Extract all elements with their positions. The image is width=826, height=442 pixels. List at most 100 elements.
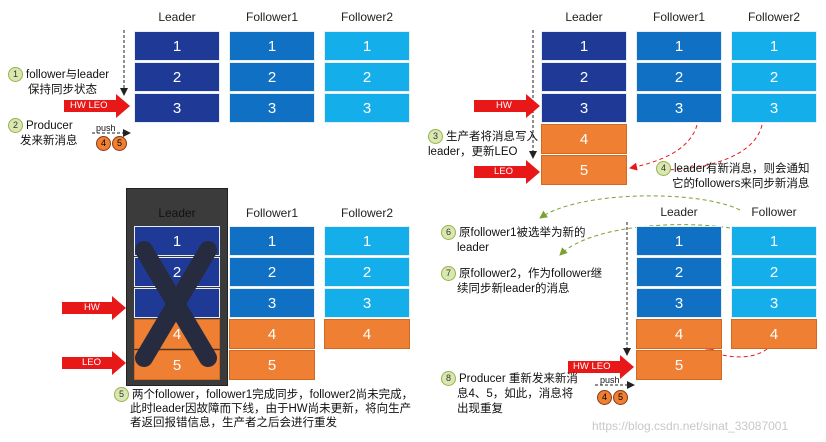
q3-hw-label: HW: [84, 302, 100, 313]
q3-failure-cross-icon: [135, 241, 217, 367]
q4-follower-msg-3: 3: [731, 288, 817, 318]
q3-follower2-msg-2: 2: [324, 257, 410, 287]
q1-leader-msg-3: 3: [134, 93, 220, 123]
q2-follower2-msg-1: 1: [731, 31, 817, 61]
q2-header-follower2: Follower2: [747, 10, 801, 24]
step-2-line2: 发来新消息: [20, 135, 78, 147]
q2-notify-curve-2: [659, 124, 763, 174]
q4-leader-msg-3: 3: [636, 288, 722, 318]
q2-hw-label: HW: [496, 100, 512, 111]
step-2-badge: 2: [8, 118, 23, 133]
step-1-line1: follower与leader: [26, 69, 110, 81]
q2-leo-arrow: [474, 160, 540, 184]
q1-new-msg-5: 5: [112, 136, 127, 151]
step-6-line1: 原follower1被选举为新的: [459, 227, 586, 239]
q1-follower1-msg-2: 2: [229, 62, 315, 92]
step-5-badge: 5: [114, 387, 129, 402]
step-7-line1: 原follower2，作为follower继: [459, 268, 603, 280]
q3-follower1-msg-2: 2: [229, 257, 315, 287]
q4-follower-msg-1: 1: [731, 226, 817, 256]
step-6-badge: 6: [441, 225, 456, 240]
step-3-line1: 生产者将消息写入: [446, 131, 538, 143]
step-5-line3: 者返回报错信息，生产者之后会进行重发: [130, 417, 337, 429]
step-4-badge: 4: [656, 161, 671, 176]
q2-leader-msg-2: 2: [541, 62, 627, 92]
q4-leader-msg-5: 5: [636, 350, 722, 380]
q2-notify-curve-1: [629, 124, 698, 171]
q3-header-leader: Leader: [158, 206, 196, 220]
q3-follower1-msg-4: 4: [229, 319, 315, 349]
q2-leader-msg-3: 3: [541, 93, 627, 123]
watermark: https://blog.csdn.net/sinat_33087001: [592, 419, 789, 433]
step-8-line2: 息4、5，如此，消息将: [457, 388, 574, 400]
q4-leader-msg-1: 1: [636, 226, 722, 256]
q1-follower2-msg-3: 3: [324, 93, 410, 123]
q4-push-label: push: [600, 375, 620, 385]
q2-leader-msg-5: 5: [541, 155, 627, 185]
q4-new-msg-4: 4: [597, 390, 612, 405]
step-5-line2: 此时leader因故障而下线，由于HW尚未更新，将向生产: [130, 403, 412, 415]
q4-leader-msg-2: 2: [636, 257, 722, 287]
q3-leo-label: LEO: [82, 357, 102, 368]
step-7-badge: 7: [441, 266, 456, 281]
q4-new-msg-5: 5: [613, 390, 628, 405]
q4-header-follower: Follower: [751, 205, 797, 219]
step-1-line2: 保持同步状态: [28, 84, 97, 96]
q2-follower1-msg-1: 1: [636, 31, 722, 61]
q3-follower1-msg-3: 3: [229, 288, 315, 318]
q2-hw-arrow: [474, 94, 540, 118]
q1-follower1-msg-1: 1: [229, 31, 315, 61]
q1-header-leader: Leader: [158, 10, 196, 24]
step-8-badge: 8: [441, 371, 456, 386]
q2-follower2-msg-2: 2: [731, 62, 817, 92]
q1-follower2-msg-2: 2: [324, 62, 410, 92]
q2-header-leader: Leader: [565, 10, 603, 24]
q2-follower1-msg-2: 2: [636, 62, 722, 92]
q1-header-follower2: Follower2: [340, 10, 394, 24]
step-4-line2: 它的followers来同步新消息: [672, 178, 810, 190]
q3-follower1-msg-1: 1: [229, 226, 315, 256]
step-4-line1: leader有新消息，则会通知: [674, 163, 810, 175]
q2-follower2-msg-3: 3: [731, 93, 817, 123]
q1-leader-msg-2: 2: [134, 62, 220, 92]
q4-hw-leo-arrow: [568, 355, 634, 379]
q1-new-msg-4: 4: [96, 136, 111, 151]
q1-hw-leo-label: HW LEO: [70, 100, 108, 111]
q1-push-label: push: [96, 123, 116, 133]
q3-follower2-msg-4: 4: [324, 319, 410, 349]
q3-header-follower2: Follower2: [340, 206, 394, 220]
q2-leader-msg-1: 1: [541, 31, 627, 61]
step-2-line1: Producer: [26, 120, 73, 132]
q4-header-leader: Leader: [660, 205, 698, 219]
q1-hw-leo-arrow: [64, 94, 130, 118]
q2-leader-msg-4: 4: [541, 124, 627, 154]
q4-follower-msg-4: 4: [731, 319, 817, 349]
q1-follower2-msg-1: 1: [324, 31, 410, 61]
q1-follower1-msg-3: 3: [229, 93, 315, 123]
step-3-badge: 3: [428, 129, 443, 144]
step-8-line3: 出现重复: [457, 403, 503, 415]
step-3-line2: leader，更新LEO: [428, 146, 518, 158]
step-1-badge: 1: [8, 67, 23, 82]
q3-header-follower1: Follower1: [245, 206, 299, 220]
q4-elect-curve: [539, 195, 741, 219]
q2-header-follower1: Follower1: [652, 10, 706, 24]
q3-follower2-msg-1: 1: [324, 226, 410, 256]
q3-hw-arrow: [62, 296, 126, 320]
q2-follower1-msg-3: 3: [636, 93, 722, 123]
q1-leader-msg-1: 1: [134, 31, 220, 61]
q3-follower2-msg-3: 3: [324, 288, 410, 318]
q2-leo-label: LEO: [494, 166, 514, 177]
q3-follower1-msg-5: 5: [229, 350, 315, 380]
q4-hw-leo-label: HW LEO: [573, 361, 611, 372]
q1-header-follower1: Follower1: [245, 10, 299, 24]
step-7-line2: 续同步新leader的消息: [457, 283, 570, 295]
